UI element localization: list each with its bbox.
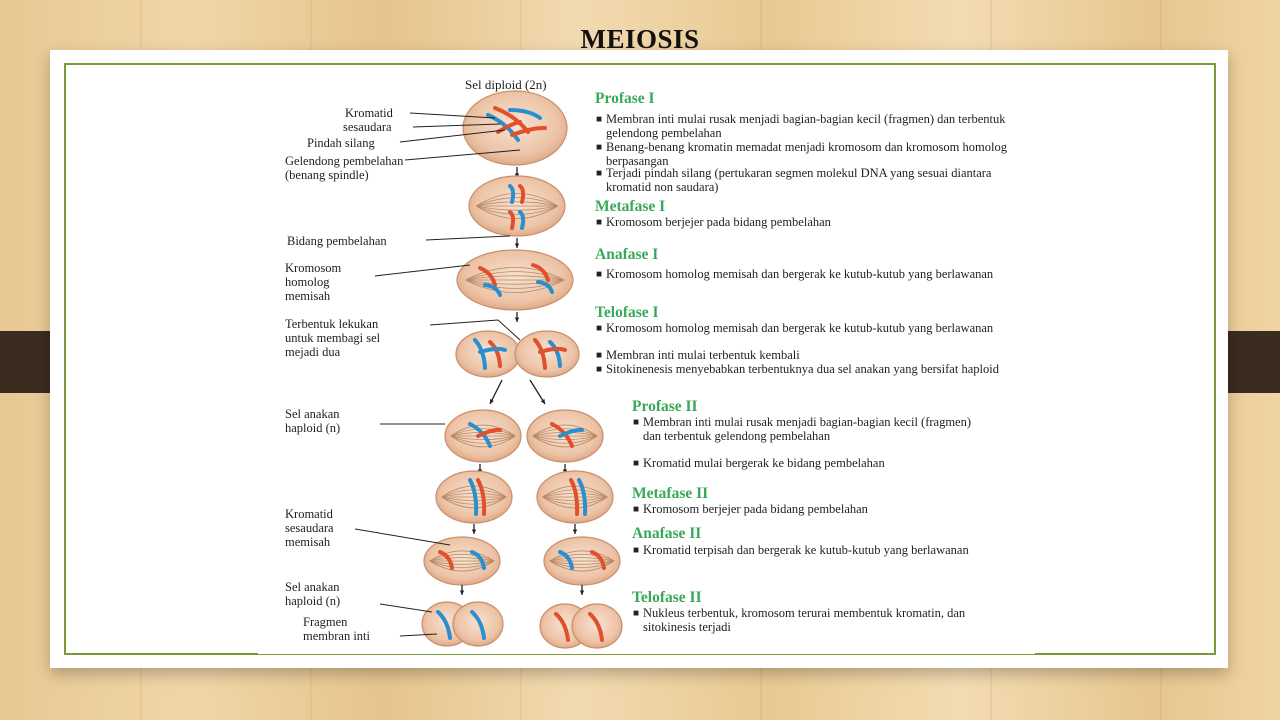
phase-bullet: ■Kromatid mulai bergerak ke bidang pembe… bbox=[643, 457, 1073, 471]
label-bidang-pembelahan: Bidang pembelahan bbox=[287, 235, 387, 248]
phase-bullet: ■Benang-benang kromatin memadat menjadi … bbox=[606, 141, 1036, 168]
label-sel-diploid: Sel diploid (2n) bbox=[465, 78, 547, 91]
arrow-head bbox=[472, 529, 476, 534]
arrow-head bbox=[580, 590, 584, 595]
arrow-head bbox=[573, 529, 577, 534]
phase-bullet: ■Terjadi pindah silang (pertukaran segme… bbox=[606, 167, 1036, 194]
phase-title-metafase-2: Metafase II bbox=[632, 485, 708, 503]
phase-bullet: ■Membran inti mulai terbentuk kembali bbox=[606, 349, 1036, 363]
label-memisah: memisah bbox=[285, 290, 330, 303]
label-sel-anakan-2: Sel anakan bbox=[285, 581, 340, 594]
label-sesaudara: sesaudara bbox=[343, 121, 392, 134]
label-haploid-1: haploid (n) bbox=[285, 422, 340, 435]
phase-bullet: ■Sitokinenesis menyebabkan terbentuknya … bbox=[606, 363, 1036, 377]
phase-title-telofase-2: Telofase II bbox=[632, 589, 702, 607]
arrow-head bbox=[515, 317, 519, 322]
label-membagi-sel: untuk membagi sel bbox=[285, 332, 380, 345]
label-lekukan: Terbentuk lekukan bbox=[285, 318, 378, 331]
label-memisah-2: memisah bbox=[285, 536, 330, 549]
label-kromatid-2: Kromatid bbox=[285, 508, 333, 521]
arrow-head bbox=[460, 590, 464, 595]
leader-line bbox=[355, 529, 450, 545]
arrow-head bbox=[515, 243, 519, 248]
label-haploid-2: haploid (n) bbox=[285, 595, 340, 608]
label-sel-anakan-1: Sel anakan bbox=[285, 408, 340, 421]
phase-bullet: ■Membran inti mulai rusak menjadi bagian… bbox=[606, 113, 1036, 140]
phase-bullet: ■Membran inti mulai rusak menjadi bagian… bbox=[643, 416, 973, 443]
cell-telophase-1-right bbox=[515, 331, 579, 377]
label-membran-inti: membran inti bbox=[303, 630, 370, 643]
label-fragmen: Fragmen bbox=[303, 616, 347, 629]
phase-title-metafase-1: Metafase I bbox=[595, 198, 665, 216]
leader-line bbox=[375, 265, 470, 276]
leader-line bbox=[426, 236, 510, 240]
label-kromatid: Kromatid bbox=[345, 107, 393, 120]
label-sesaudara-2: sesaudara bbox=[285, 522, 334, 535]
leader-line bbox=[430, 320, 498, 325]
label-pindah-silang: Pindah silang bbox=[307, 137, 375, 150]
label-homolog: homolog bbox=[285, 276, 329, 289]
phase-title-anafase-1: Anafase I bbox=[595, 246, 658, 264]
leader-line bbox=[380, 604, 432, 612]
phase-bullet: ■Nukleus terbentuk, kromosom terurai mem… bbox=[643, 607, 1003, 634]
phase-title-profase-2: Profase II bbox=[632, 398, 698, 416]
phase-bullet: ■Kromosom berjejer pada bidang pembelaha… bbox=[606, 216, 1036, 230]
cell-telophase-1-left bbox=[456, 331, 520, 377]
phase-title-telofase-1: Telofase I bbox=[595, 304, 659, 322]
phase-bullet: ■Kromatid terpisah dan bergerak ke kutub… bbox=[643, 544, 1073, 558]
phase-title-profase-1: Profase I bbox=[595, 90, 655, 108]
phase-bullet: ■Kromosom berjejer pada bidang pembelaha… bbox=[643, 503, 1073, 517]
label-mejadi-dua: mejadi dua bbox=[285, 346, 340, 359]
label-benang-spindle: (benang spindle) bbox=[285, 169, 369, 182]
label-gelendong: Gelendong pembelahan bbox=[285, 155, 403, 168]
label-kromosom: Kromosom bbox=[285, 262, 341, 275]
phase-title-anafase-2: Anafase II bbox=[632, 525, 701, 543]
cell-telophase-2-b bbox=[453, 602, 503, 646]
phase-bullet: ■Kromosom homolog memisah dan bergerak k… bbox=[606, 322, 1036, 336]
phase-bullet: ■Kromosom homolog memisah dan bergerak k… bbox=[606, 268, 1036, 282]
